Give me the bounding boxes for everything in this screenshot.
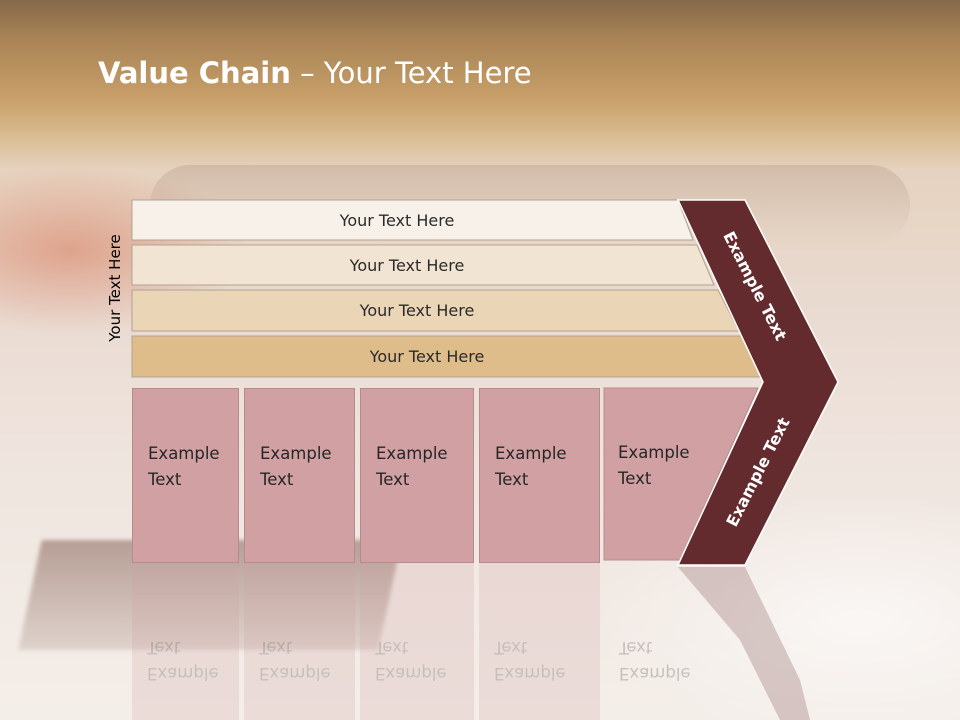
- activity-box-2-label: Example Text: [260, 444, 332, 489]
- reflection-box-2-label: Example Text: [259, 638, 331, 683]
- reflection-box-4: Example Text: [479, 563, 600, 720]
- value-bar-4: Your Text Here: [132, 336, 752, 376]
- activity-box-2: Example Text: [244, 388, 355, 563]
- reflection-box-4-label: Example Text: [494, 638, 566, 683]
- activity-box-4-label: Example Text: [495, 444, 567, 489]
- activity-box-3-label: Example Text: [376, 444, 448, 489]
- activity-box-5: Example Text: [604, 388, 714, 563]
- value-bar-4-label: Your Text Here: [369, 346, 485, 366]
- title-rest: – Your Text Here: [290, 56, 532, 90]
- bar-shape-2: [131, 244, 715, 286]
- chevron-arrow: [676, 199, 839, 566]
- reflection-box-1: Example Text: [132, 563, 239, 720]
- value-bar-1-label: Your Text Here: [339, 210, 455, 230]
- boxes-reflection: Example Text Example Text Example Text E…: [0, 563, 960, 720]
- value-bar-3-label: Your Text Here: [359, 300, 475, 320]
- reflection-box-2: Example Text: [244, 563, 355, 720]
- activity-box-1: Example Text: [132, 388, 239, 563]
- title-bold: Value Chain: [98, 56, 291, 90]
- activity-box-3: Example Text: [360, 388, 474, 563]
- activity-box-1-label: Example Text: [148, 444, 220, 489]
- reflection-box-3-label: Example Text: [375, 638, 447, 683]
- reflection-box-1-label: Example Text: [147, 638, 219, 683]
- reflection-box-3: Example Text: [360, 563, 474, 720]
- reflection-box-5: Example Text: [604, 563, 714, 720]
- value-bar-1: Your Text Here: [132, 200, 692, 240]
- value-bar-3: Your Text Here: [132, 290, 732, 330]
- activity-box-5-label: Example Text: [618, 443, 690, 488]
- bar-shape-1: [131, 199, 694, 241]
- value-bar-2-label: Your Text Here: [349, 255, 465, 275]
- chevron-reflection: [678, 567, 810, 720]
- slide-title: Value Chain – Your Text Here: [98, 56, 532, 90]
- activity-box-4: Example Text: [479, 388, 600, 563]
- reflection-box-5-label: Example Text: [619, 638, 691, 683]
- value-bar-2: Your Text Here: [132, 245, 712, 285]
